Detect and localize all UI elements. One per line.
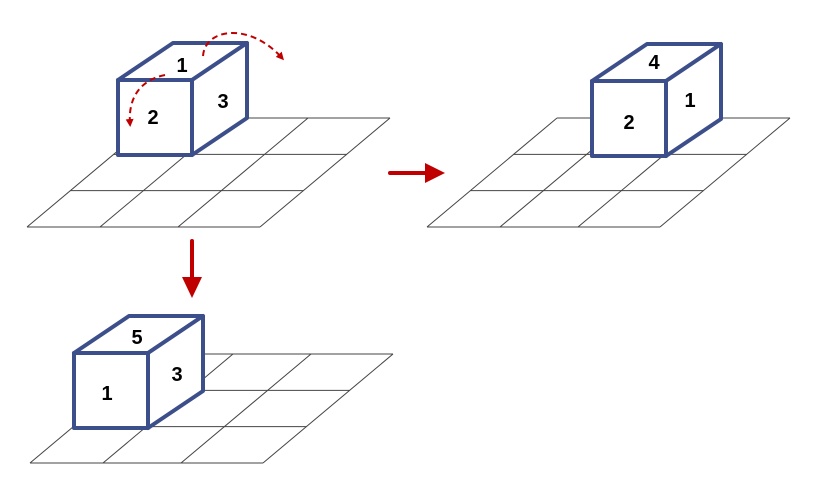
grid-column-line [177, 117, 309, 228]
arrow-down-head-icon [182, 277, 202, 298]
cube-scene3 [72, 314, 205, 430]
grid-column-line [180, 353, 312, 464]
roll-forward-curved-arrow-icon [125, 74, 166, 127]
scene2-front-label: 2 [623, 112, 634, 134]
scene1-right-label: 3 [217, 91, 228, 113]
scene1-top-label: 1 [176, 55, 187, 77]
scene3-top-label: 5 [131, 327, 142, 349]
scene1-front-label: 2 [147, 107, 158, 129]
grid-column-line [262, 353, 394, 464]
cube-scene2 [590, 42, 723, 158]
cube-scene1 [116, 41, 249, 157]
cube-front-face [72, 351, 150, 430]
grid-column-line [259, 117, 391, 228]
cube-front-face [590, 79, 668, 158]
scene3-right-label: 3 [171, 364, 182, 386]
grid-column-line [426, 117, 558, 228]
roll-right-curved-arrow-icon [202, 32, 284, 61]
grid-column-line [659, 117, 791, 228]
scene2-top-label: 4 [648, 52, 660, 74]
arrow-right-head-icon [425, 163, 445, 183]
scene3-front-label: 1 [101, 383, 112, 405]
scene2-right-label: 1 [684, 90, 695, 112]
